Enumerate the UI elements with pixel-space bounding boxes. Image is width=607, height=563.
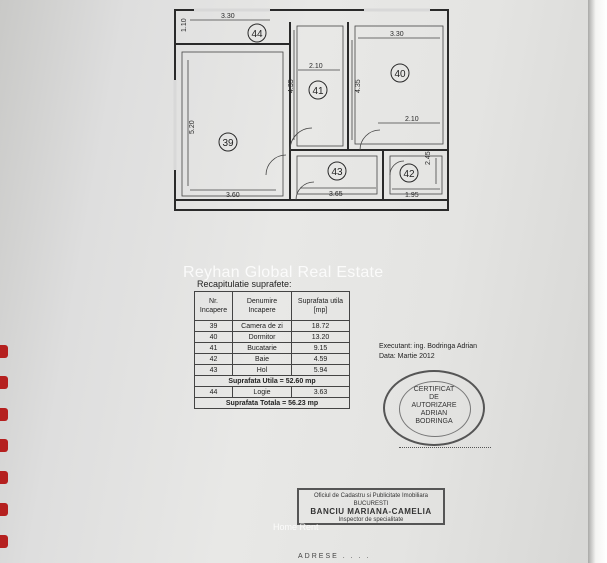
watermark: Reyhan Global Real Estate: [183, 264, 384, 281]
room-number: 40: [394, 69, 406, 80]
dimension-label: 3.60: [226, 192, 240, 199]
table-row: 40 Dormitor 13.20: [194, 331, 350, 343]
stamp-text: BUCURESTI: [353, 501, 389, 507]
cell-name: Dormitor: [232, 331, 292, 343]
dimension-label: 1.10: [181, 18, 188, 32]
util-total-row: Suprafata Utila = 52.60 mp: [194, 375, 350, 387]
table-row: 43 Hol 5.94: [194, 364, 350, 376]
stamp-text: ADRIAN: [420, 410, 448, 417]
dimension-label: 3.30: [221, 13, 235, 20]
cell-area: 18.72: [291, 320, 350, 332]
cell-area: 3.63: [291, 386, 350, 398]
cell-area: 4.59: [291, 353, 350, 365]
cell-name: Hol: [232, 364, 292, 376]
binder-ring: [0, 471, 8, 484]
grand-total: Suprafata Totala = 56.23 mp: [194, 397, 350, 409]
cell-nr: 39: [194, 320, 233, 332]
room-marker-44: [247, 23, 267, 43]
binder-ring: [0, 376, 8, 389]
header-area: Suprafata utila [mp]: [291, 291, 350, 321]
dimension-label: 2.10: [405, 116, 419, 123]
certificate-stamp: CERTIFICAT DE AUTORIZARE ADRIAN BODRINGA: [383, 370, 485, 446]
executant-date: Data: Martie 2012: [379, 353, 435, 360]
binder-ring: [0, 439, 8, 452]
header-nr: Nr. Incapere: [194, 291, 233, 321]
stamp-text: AUTORIZARE: [411, 402, 457, 409]
dimension-label: 2.10: [309, 63, 323, 70]
cell-area: 5.94: [291, 364, 350, 376]
room-marker-39: [218, 132, 238, 152]
recap-table: Nr. Incapere Denumire Incapere Suprafata…: [194, 291, 350, 409]
stamp-inner-ring: [399, 381, 471, 437]
stamp-name: BANCIU MARIANA-CAMELIA: [310, 507, 432, 516]
cell-nr: 42: [194, 353, 233, 365]
executant-name: Executant: ing. Bodringa Adrian: [379, 343, 478, 350]
cell-nr: 44: [194, 386, 233, 398]
cadastre-stamp: Oficiul de Cadastru si Publicitate Imobi…: [297, 488, 445, 525]
room-number: 41: [312, 86, 324, 97]
recap-title: Recapitulatie suprafete:: [197, 279, 292, 289]
dimension-label: 1.95: [405, 192, 419, 199]
cell-nr: 43: [194, 364, 233, 376]
dimension-label: 4.35: [288, 79, 295, 93]
dimension-label: 4.35: [355, 79, 362, 93]
executant-block: Executant: ing. Bodringa Adrian Data: Ma…: [379, 342, 477, 362]
cell-nr: 41: [194, 342, 233, 354]
floor-plan: 44 40 41 39 43 42 3.30 1.10 2.10 4.35 3.…: [173, 8, 449, 211]
stamp-text: BODRINGA: [415, 418, 453, 425]
dimension-label: 3.65: [329, 191, 343, 198]
page-edge: [588, 0, 607, 563]
cell-name: Logie: [232, 386, 292, 398]
grand-total-row: Suprafata Totala = 56.23 mp: [194, 397, 350, 409]
room-marker-43: [327, 161, 347, 181]
cell-nr: 40: [194, 331, 233, 343]
stamp-text: CERTIFICAT: [413, 386, 455, 393]
stamp-text: Inspector de specialitate: [338, 517, 404, 523]
table-row: 44 Logie 3.63: [194, 386, 350, 398]
room-number: 43: [331, 167, 343, 178]
table-row: 41 Bucatarie 9.15: [194, 342, 350, 354]
binder-ring: [0, 535, 8, 548]
room-marker-42: [399, 163, 419, 183]
header-name: Denumire Incapere: [232, 291, 292, 321]
cell-area: 9.15: [291, 342, 350, 354]
cell-name: Baie: [232, 353, 292, 365]
room-marker-40: [390, 63, 410, 83]
table-row: 42 Baie 4.59: [194, 353, 350, 365]
cell-name: Bucatarie: [232, 342, 292, 354]
cell-area: 13.20: [291, 331, 350, 343]
util-total: Suprafata Utila = 52.60 mp: [194, 375, 350, 387]
dimension-label: 2.45: [425, 151, 432, 165]
outer-wall: [174, 9, 449, 211]
room-number: 44: [251, 29, 263, 40]
dimension-label: 3.30: [390, 31, 404, 38]
table-row: 39 Camera de zi 18.72: [194, 320, 350, 332]
watermark: Home Rent: [273, 522, 319, 532]
table-header-row: Nr. Incapere Denumire Incapere Suprafata…: [194, 291, 350, 321]
room-number: 42: [403, 169, 415, 180]
room-number: 39: [222, 138, 234, 149]
signature-line: [399, 447, 491, 448]
stamp-text: DE: [429, 394, 439, 401]
dimension-label: 5.20: [189, 120, 196, 134]
binder-ring: [0, 408, 8, 421]
binder-ring: [0, 503, 8, 516]
binder-ring: [0, 345, 8, 358]
cell-name: Camera de zi: [232, 320, 292, 332]
room-marker-41: [308, 80, 328, 100]
stamp-text: Oficiul de Cadastru si Publicitate Imobi…: [313, 493, 429, 499]
cropped-footer-text: ADRESE . . . .: [298, 553, 371, 560]
